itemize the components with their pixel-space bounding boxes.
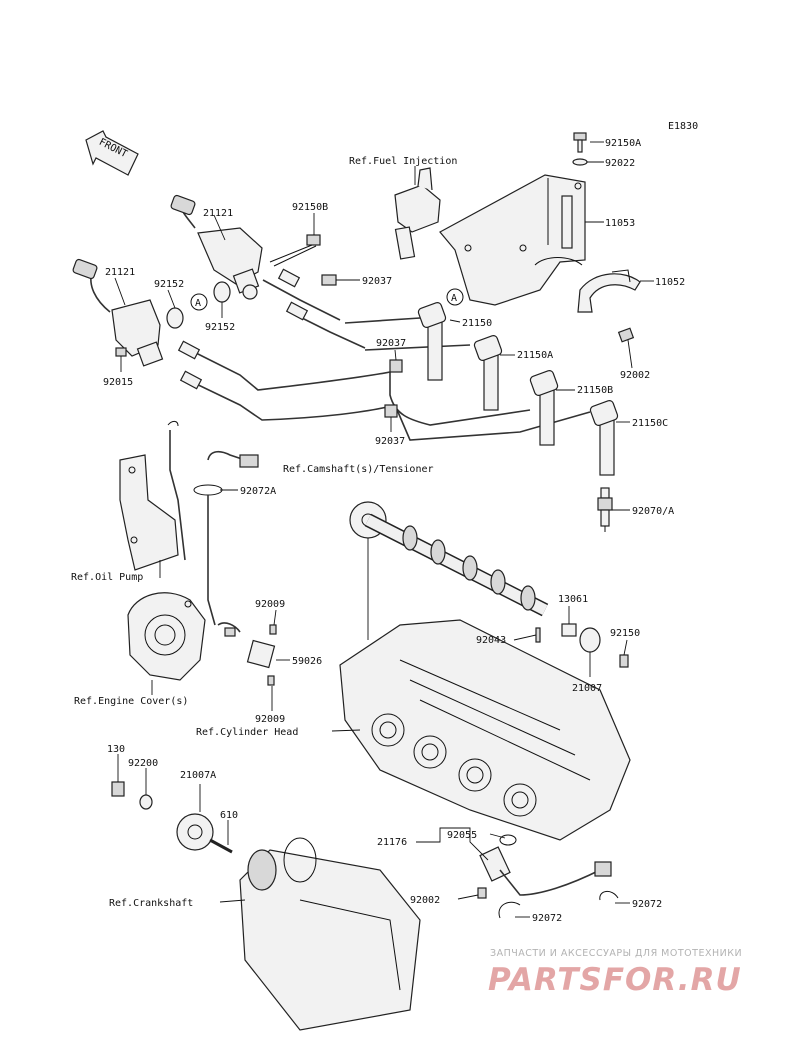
circle-a-marker-2 [446, 288, 464, 306]
oil-pump-bracket [119, 420, 186, 571]
rotor-13061 [561, 623, 577, 637]
callout-92022: 92022 [605, 158, 635, 169]
callout-92150a: 92150A [605, 138, 641, 149]
spark-plug-92070a [597, 487, 613, 532]
callout-92072a: 92072A [240, 486, 276, 497]
damper-92152-b [213, 281, 231, 303]
callout-92072-b: 92072 [532, 913, 562, 924]
callout-92055: 92055 [447, 830, 477, 841]
callout-92002-b: 92002 [410, 895, 440, 906]
camshaft [349, 501, 549, 617]
fuel-injection-bracket-assembly [394, 132, 641, 343]
callout-ref-cylinder-head: Ref.Cylinder Head [196, 727, 298, 738]
callout-21007a: 21007A [180, 770, 216, 781]
callout-92002-a: 92002 [620, 370, 650, 381]
callout-92152-a: 92152 [154, 279, 184, 290]
bolt-92002-b [477, 887, 487, 899]
watermark-subtitle: ЗАПЧАСТИ И АКСЕССУАРЫ ДЛЯ МОТОТЕХНИКИ [490, 948, 743, 959]
callout-11052: 11052 [655, 277, 685, 288]
leader-lines [114, 141, 654, 918]
callout-92150: 92150 [610, 628, 640, 639]
watermark-logo: PARTSFOR.RU [488, 962, 742, 998]
callout-92015: 92015 [103, 377, 133, 388]
clamp-92037-a [321, 274, 337, 286]
plug-cap-21150b [529, 370, 559, 446]
callout-21007: 21007 [572, 683, 602, 694]
callout-11053: 11053 [605, 218, 635, 229]
callout-13061: 13061 [558, 594, 588, 605]
callout-92070a: 92070/A [632, 506, 674, 517]
callout-92037-b: 92037 [376, 338, 406, 349]
circle-a-label-2: A [451, 293, 457, 304]
callout-21176: 21176 [377, 837, 407, 848]
callout-21150b: 21150B [577, 385, 613, 396]
timing-rotor-21007a [176, 813, 233, 854]
engine-cover [127, 592, 206, 681]
callout-92037-c: 92037 [375, 436, 405, 447]
bolt-130 [111, 781, 125, 797]
diagram-code: E1830 [668, 121, 698, 132]
bolt-92150b [269, 234, 321, 267]
crankshaft [239, 837, 421, 1031]
clamp-92037-c [384, 404, 398, 418]
bolt-92150 [619, 654, 629, 668]
plug-cap-21150a [473, 335, 503, 411]
pin-92043 [535, 627, 541, 643]
callout-92037-a: 92037 [362, 276, 392, 287]
callout-21150c: 21150C [632, 418, 668, 429]
clamp-92072-c [599, 891, 619, 901]
callout-ref-crankshaft: Ref.Crankshaft [109, 898, 193, 909]
callout-21150a: 21150A [517, 350, 553, 361]
callout-ref-oil-pump: Ref.Oil Pump [71, 572, 143, 583]
circle-a-label-1: A [195, 298, 201, 309]
callout-labels: 92150A 92022 Ref.Fuel Injection 11053 11… [71, 138, 685, 924]
callout-130: 130 [107, 744, 125, 755]
front-arrow-icon: FRONT [85, 130, 139, 176]
ignition-coil-upper [170, 194, 263, 300]
callout-92072-c: 92072 [632, 899, 662, 910]
cap-21007 [579, 627, 601, 653]
callout-21121-a: 21121 [203, 208, 233, 219]
callout-21121-b: 21121 [105, 267, 135, 278]
ignition-coil-lower [72, 258, 164, 367]
plug-cap-21150c [589, 400, 619, 476]
callout-92009-b: 92009 [255, 714, 285, 725]
callout-92150b: 92150B [292, 202, 328, 213]
washer-92200 [139, 794, 153, 810]
pickup-coil-59026 [217, 622, 276, 669]
plug-cap-21150 [417, 302, 447, 381]
high-tension-leads [177, 268, 591, 441]
callout-92043: 92043 [476, 635, 506, 646]
callout-610: 610 [220, 810, 238, 821]
callout-92200: 92200 [128, 758, 158, 769]
screw-92009-b [267, 675, 275, 686]
screw-92009-a [269, 624, 277, 635]
callout-92009-a: 92009 [255, 599, 285, 610]
callout-ref-engine-cover: Ref.Engine Cover(s) [74, 696, 188, 707]
sensor-harness-upper [193, 450, 259, 626]
cylinder-head [339, 619, 631, 841]
damper-92152-a [166, 307, 184, 329]
callout-ref-fuel-injection: Ref.Fuel Injection [349, 156, 457, 167]
clamp-92072-b [498, 901, 521, 919]
callout-92152-b: 92152 [205, 322, 235, 333]
circle-a-marker-1 [190, 293, 208, 311]
crank-sensor-21176 [479, 834, 612, 896]
callout-59026: 59026 [292, 656, 322, 667]
clamp-92037-b [389, 359, 403, 373]
callout-ref-camshaft: Ref.Camshaft(s)/Tensioner [283, 464, 434, 475]
callout-21150: 21150 [462, 318, 492, 329]
